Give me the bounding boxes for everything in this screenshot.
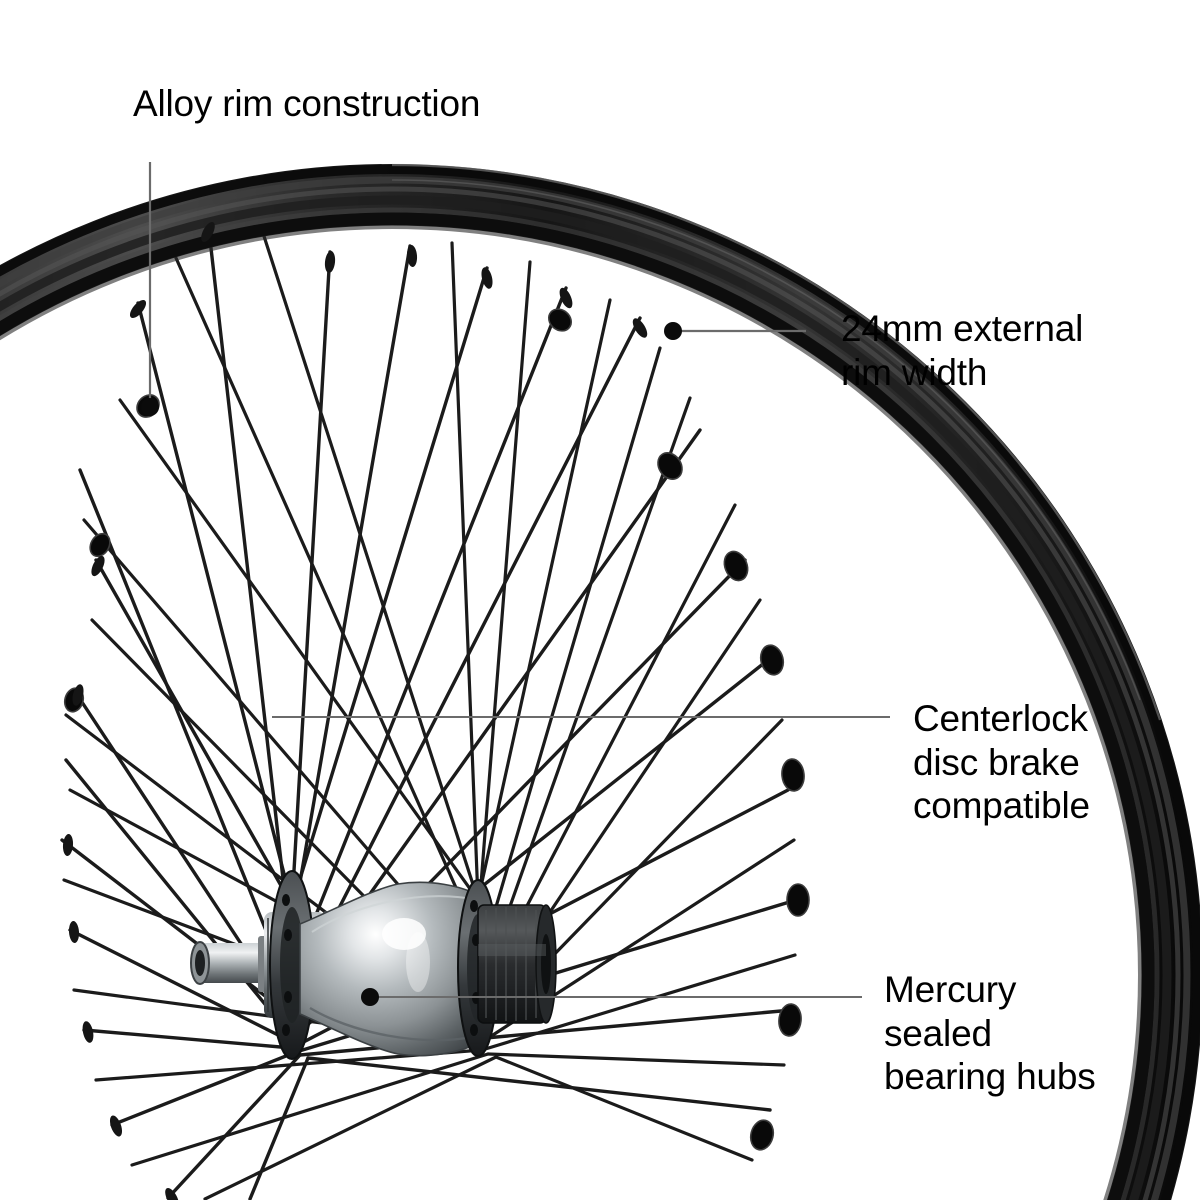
- freehub-body: [477, 904, 557, 1024]
- hub-shell: [299, 881, 481, 1057]
- callout-leaders: [141, 162, 890, 1006]
- spokes: [60, 220, 798, 1200]
- alloy-rim: [0, 163, 1200, 1200]
- spoke-nipples: [62, 222, 648, 1200]
- callout-label-mercury-hubs: Mercury sealed bearing hubs: [884, 969, 1096, 1098]
- callout-label-centerlock: Centerlock disc brake compatible: [913, 698, 1090, 827]
- callout-label-alloy-rim: Alloy rim construction: [133, 83, 481, 124]
- axle-end-cap: [190, 936, 272, 992]
- dot-alloy-rim: [141, 398, 159, 416]
- dot-mercury: [361, 988, 379, 1006]
- dot-rim-width: [664, 322, 682, 340]
- hub-assembly: [190, 870, 557, 1060]
- callout-label-rim-width: 24mm external rim width: [841, 308, 1084, 393]
- hub-flange-left: [269, 870, 315, 1060]
